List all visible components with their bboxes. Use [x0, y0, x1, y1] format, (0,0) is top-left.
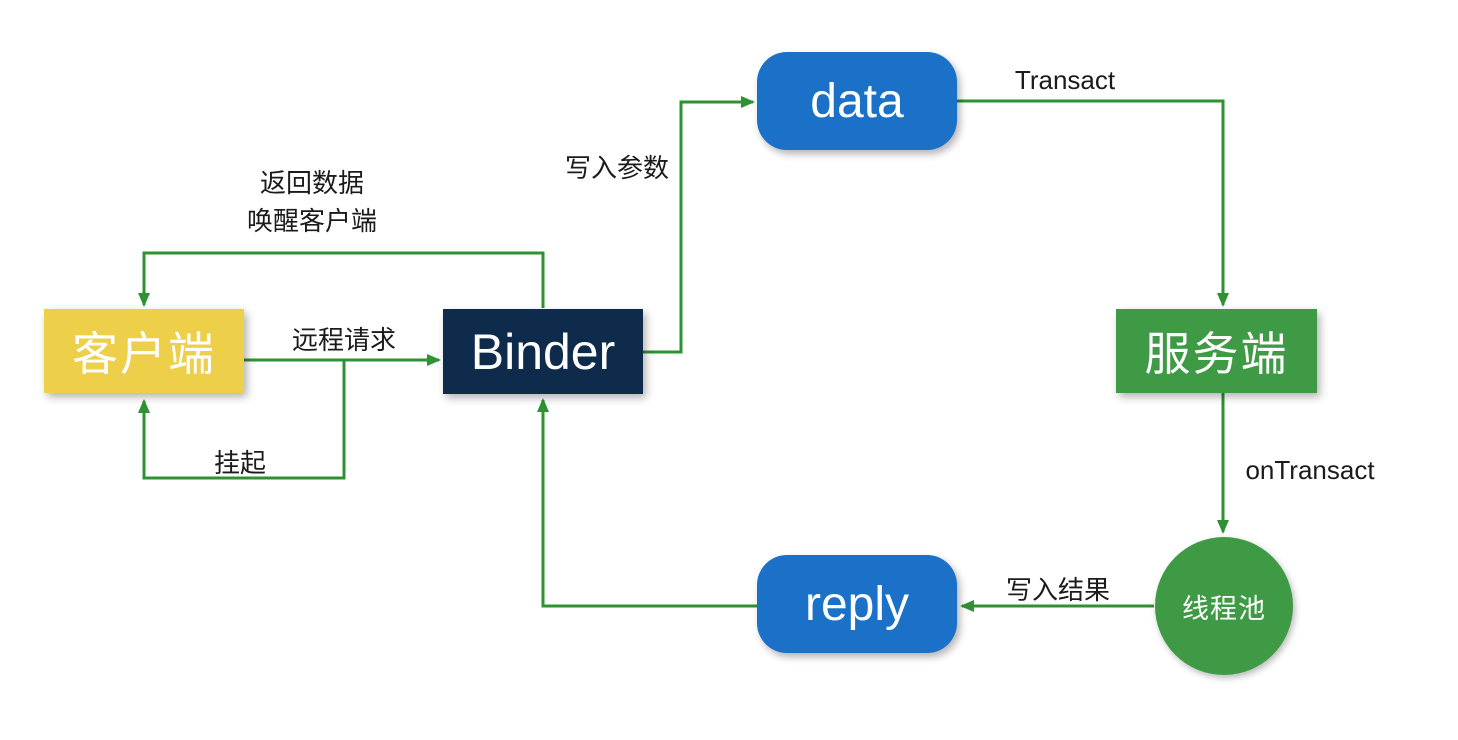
node-client-label: 客户端	[72, 328, 216, 380]
edge-reply-to-binder	[537, 398, 757, 608]
node-thread-pool: 线程池	[1155, 537, 1293, 675]
node-data-label: data	[810, 74, 904, 128]
edge-label-write-result: 写入结果	[1005, 575, 1111, 605]
node-client: 客户端	[44, 309, 244, 393]
edge-suspend-loop	[138, 360, 346, 480]
node-reply-label: reply	[804, 577, 910, 631]
node-data: data	[757, 52, 957, 150]
edge-label-transact: Transact	[1014, 65, 1116, 95]
node-server-label: 服务端	[1144, 328, 1289, 380]
node-reply: reply	[757, 555, 957, 653]
node-binder-label: Binder	[470, 323, 616, 380]
edge-label-write-params: 写入参数	[564, 153, 670, 183]
edge-label-wake: 返回数据 唤醒客户端	[247, 165, 377, 240]
edge-label-suspend: 挂起	[213, 448, 267, 478]
edge-label-on-transact: onTransact	[1245, 455, 1375, 485]
edge-wake-client	[138, 251, 545, 308]
node-thread-pool-label: 线程池	[1182, 593, 1266, 624]
edge-label-remote-request: 远程请求	[291, 325, 397, 355]
node-server: 服务端	[1116, 309, 1317, 393]
edge-write-params	[643, 96, 755, 354]
edge-label-wake-line2: 唤醒客户端	[246, 205, 378, 236]
edge-label-wake-line1: 返回数据	[259, 168, 365, 198]
edge-transact	[957, 99, 1229, 307]
node-binder: Binder	[443, 309, 643, 394]
